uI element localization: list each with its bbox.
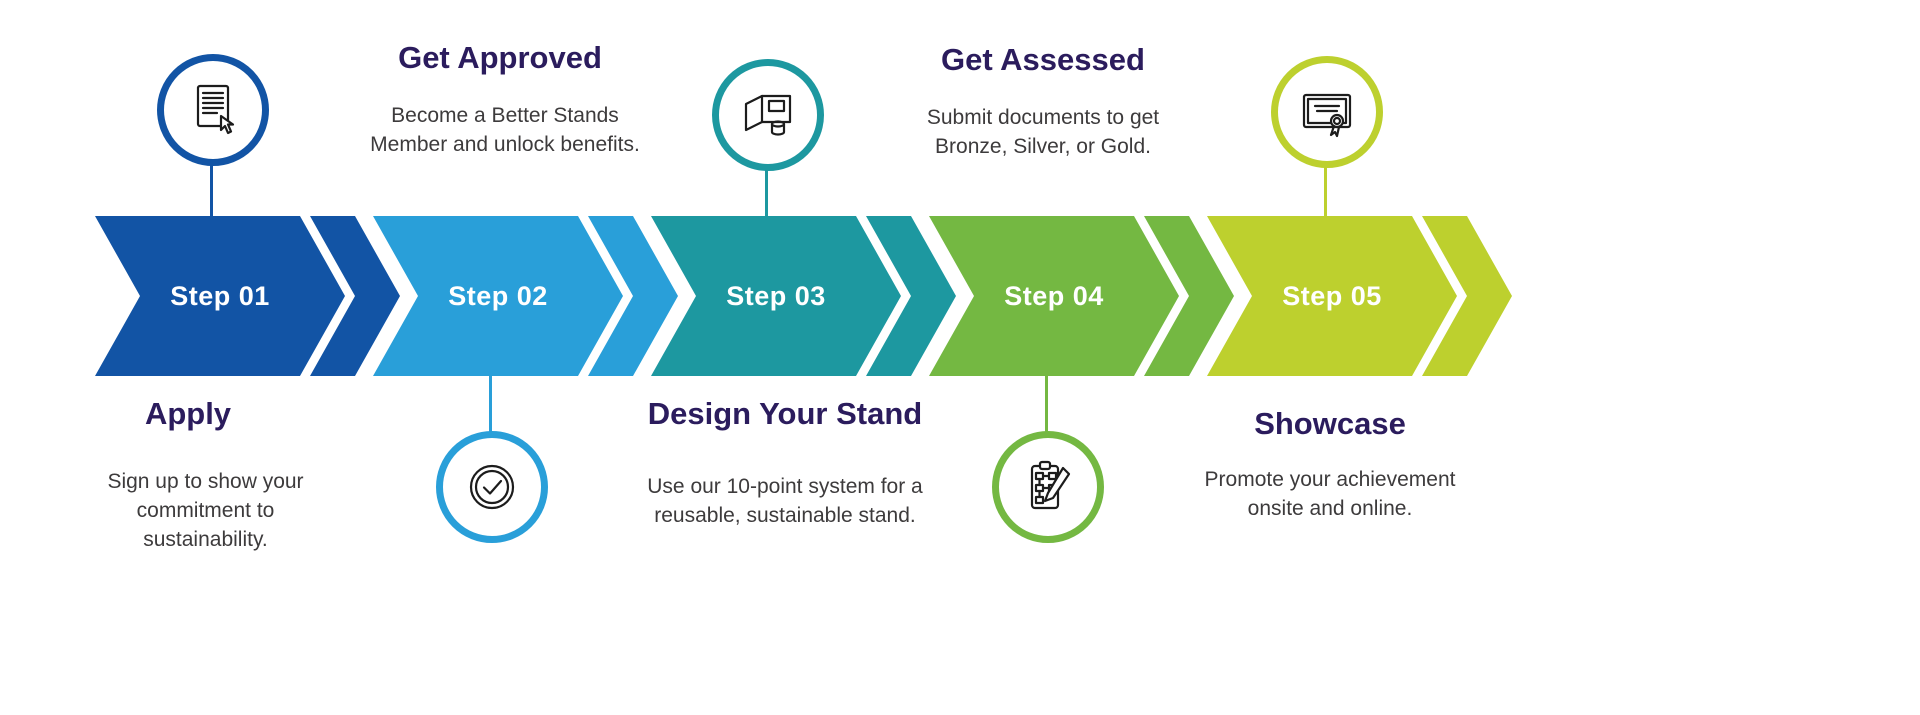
step-3-arrow: Step 03 xyxy=(651,216,961,376)
exhibition-stand-icon xyxy=(744,94,792,136)
step-1-arrow: Step 01 xyxy=(95,216,405,376)
step-4-arrow: Step 04 xyxy=(929,216,1239,376)
step-5-icon-circle xyxy=(1271,56,1383,168)
step-3-description: Use our 10-point system for a reusable, … xyxy=(647,475,923,527)
step-4-icon-circle xyxy=(992,431,1104,543)
approved-checkmark-icon xyxy=(469,464,515,510)
certificate-icon xyxy=(1302,93,1352,138)
step-4-description: Submit documents to get Bronze, Silver, … xyxy=(926,106,1160,158)
step-2-label: Step 02 xyxy=(448,280,548,311)
step-3-title: Design Your Stand xyxy=(647,396,923,431)
step-5-title: Showcase xyxy=(1254,406,1406,441)
step-5-connector-line xyxy=(1324,166,1327,218)
step-3-icon-circle xyxy=(712,59,824,171)
step-5-label: Step 05 xyxy=(1282,280,1382,311)
step-5-arrow: Step 05 xyxy=(1207,216,1517,376)
step-1-description: Sign up to show your commitment to susta… xyxy=(107,470,304,551)
step-4-label: Step 04 xyxy=(1004,280,1104,311)
step-2-icon-circle xyxy=(436,431,548,543)
step-2-arrow: Step 02 xyxy=(373,216,683,376)
assessment-clipboard-icon xyxy=(1030,460,1071,510)
step-2-connector-line xyxy=(489,374,492,433)
step-1-title: Apply xyxy=(144,396,232,431)
step-1-connector-line xyxy=(210,164,213,218)
step-1-icon-circle xyxy=(157,54,269,166)
step-3-label: Step 03 xyxy=(726,280,826,311)
step-4-connector-line xyxy=(1045,374,1048,433)
step-2-title: Get Approved xyxy=(398,40,602,75)
step-2-description: Become a Better Stands Member and unlock… xyxy=(370,104,640,156)
step-3-connector-line xyxy=(765,169,768,218)
step-5-description: Promote your achievement onsite and onli… xyxy=(1204,468,1456,520)
step-4-title: Get Assessed xyxy=(941,42,1145,77)
step-1-label: Step 01 xyxy=(170,280,270,311)
apply-document-icon xyxy=(196,84,235,135)
